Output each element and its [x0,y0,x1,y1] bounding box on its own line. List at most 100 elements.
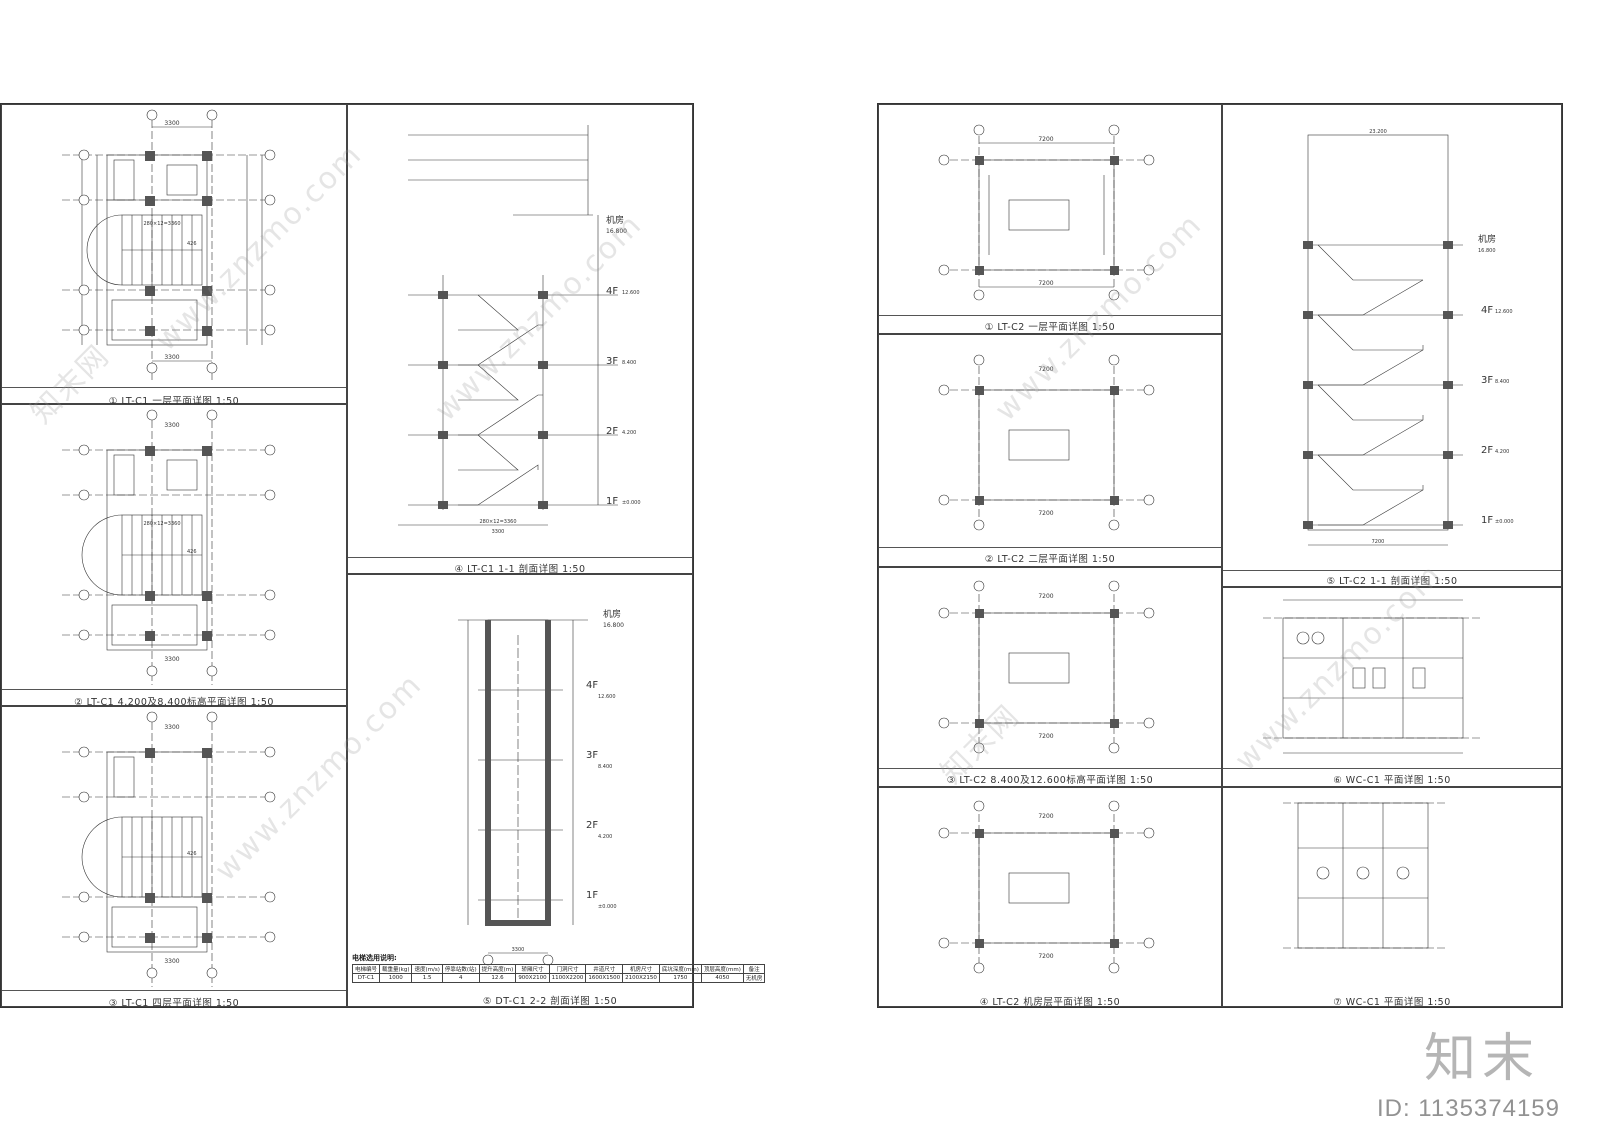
plan-drawing: 7200 7200 [938,580,1155,754]
svg-text:3300: 3300 [164,354,179,361]
elevator-section-drawing: 机房 16.800 4F 12.600 3F 8.400 2F 4.200 1F… [458,608,624,966]
image-id: ID: 1135374159 [1376,1095,1560,1122]
table-cell: 900X2100 [515,973,550,983]
svg-text:4F: 4F [586,680,598,691]
panel-lt-c1-section: 机房 16.800 4F 12.600 3F 8.400 2F 4.200 1F… [347,104,693,575]
right-sheet: 7200 7200 ① LT-C2 一层平面详图 1:50 [877,103,1563,1008]
plan-drawing: 3300 3300 280×12=3360 426 [62,109,276,380]
brand-logo: 知末 [1423,1029,1540,1089]
panel-lt-c2-machine-room: 7200 7200 ④ LT-C2 机房层平面详图 1:50 [878,787,1222,1008]
plan-drawing: 7200 7200 [938,124,1155,301]
table-cell: 2100X2150 [622,973,660,983]
svg-text:7200: 7200 [1038,136,1053,143]
table-cell: 1600X1500 [585,973,624,983]
svg-text:3300: 3300 [164,422,179,429]
svg-text:2F: 2F [586,820,598,831]
drawing-caption: ② LT-C2 二层平面详图 1:50 [984,554,1116,565]
svg-text:280×12=3360: 280×12=3360 [479,519,516,525]
svg-text:2F: 2F [606,426,618,437]
table-cell: 1750 [658,973,702,983]
plan-drawing [1283,802,1448,949]
panel-lt-c2-section: 23.200 机房 16.800 4F 12.600 3F 8.400 2F 4… [1222,104,1562,587]
svg-text:3300: 3300 [164,724,179,731]
table-header-row: 电梯编号 载重量(kg) 速度(m/s) 停靠站数(站) 提升高度(m) 轿厢尺… [351,964,766,974]
panel-lt-c1-floor2-3: 3300 3300 280×12=3360 426 ② LT-C1 4.200及… [1,404,347,708]
svg-text:±0.000: ±0.000 [1495,519,1514,525]
svg-text:280×12=3360: 280×12=3360 [143,521,180,527]
panel-wc-c1-plan-a: ⑥ WC-C1 平面详图 1:50 [1222,587,1562,787]
table-header: 速度(m/s) [411,964,443,974]
svg-text:3F: 3F [1481,375,1493,386]
panel-lt-c2-floor1: 7200 7200 ① LT-C2 一层平面详图 1:50 [878,104,1222,334]
panel-lt-c1-floor1: 3300 3300 280×12=3360 426 ① LT-C1 一层平面详图… [1,104,347,407]
svg-text:2F: 2F [1481,445,1493,456]
drawing-caption: ④ LT-C1 1-1 剖面详图 1:50 [454,564,586,575]
panel-lt-c2-floor2: 7200 7200 ② LT-C2 二层平面详图 1:50 [878,334,1222,567]
svg-text:3300: 3300 [512,947,525,953]
svg-text:机房: 机房 [1478,233,1496,245]
drawing-caption: ⑥ WC-C1 平面详图 1:50 [1333,775,1451,786]
svg-text:7200: 7200 [1038,593,1053,600]
table-cell: 1000 [379,973,413,983]
svg-text:机房: 机房 [606,214,624,226]
section-drawing: 23.200 机房 16.800 4F 12.600 3F 8.400 2F 4… [1303,129,1514,546]
table-cell: 4050 [700,973,744,983]
elevator-table-title: 电梯选用说明: [352,954,397,962]
svg-text:1F: 1F [1481,515,1493,526]
drawing-caption: ② LT-C1 4.200及8.400标高平面详图 1:50 [74,697,274,708]
svg-text:12.600: 12.600 [1495,309,1513,315]
section-drawing: 机房 16.800 4F 12.600 3F 8.400 2F 4.200 1F… [398,125,641,535]
svg-text:4F: 4F [606,286,618,297]
drawing-caption: ⑦ WC-C1 平面详图 1:50 [1333,997,1451,1008]
svg-text:12.600: 12.600 [598,694,616,700]
svg-text:1F: 1F [586,890,598,901]
svg-text:280×12=3360: 280×12=3360 [143,221,180,227]
table-cell: 12.6 [478,973,517,983]
svg-text:7200: 7200 [1038,366,1053,373]
drawing-caption: ③ LT-C1 四层平面详图 1:50 [108,998,240,1009]
table-cell: DT-C1 [351,973,381,983]
svg-text:3300: 3300 [164,120,179,127]
table-header: 底坑深度(mm) [658,964,702,974]
svg-text:8.400: 8.400 [1495,379,1509,385]
svg-text:7200: 7200 [1038,953,1053,960]
svg-text:426: 426 [187,851,197,857]
table-header: 提升高度(m) [478,964,517,974]
drawing-caption: ① LT-C1 一层平面详图 1:50 [108,396,240,407]
svg-text:1F: 1F [606,496,618,507]
panel-wc-c1-plan-b: ⑦ WC-C1 平面详图 1:50 [1222,787,1562,1008]
plan-drawing: 3300 3300 426 [62,711,276,987]
svg-text:3F: 3F [586,750,598,761]
drawing-caption: ① LT-C2 一层平面详图 1:50 [984,322,1116,333]
drawing-caption: ⑤ LT-C2 1-1 剖面详图 1:50 [1326,576,1458,587]
table-cell: 1100X2200 [548,973,587,983]
table-cell: 1.5 [411,973,443,983]
drawing-caption: ③ LT-C2 8.400及12.600标高平面详图 1:50 [946,775,1154,786]
table-cell: 无机房 [742,973,766,983]
drawing-caption: ④ LT-C2 机房层平面详图 1:50 [979,997,1121,1008]
plan-drawing [1263,599,1483,754]
svg-text:12.600: 12.600 [622,290,640,296]
table-header: 轿厢尺寸 [515,964,550,974]
svg-text:±0.000: ±0.000 [598,904,617,910]
svg-text:3300: 3300 [492,529,505,535]
svg-text:23.200: 23.200 [1369,129,1387,135]
svg-text:7200: 7200 [1038,510,1053,517]
elevator-table: 电梯编号 载重量(kg) 速度(m/s) 停靠站数(站) 提升高度(m) 轿厢尺… [351,964,766,983]
svg-text:7200: 7200 [1038,280,1053,287]
table-cell: 4 [441,973,480,983]
svg-text:4.200: 4.200 [1495,449,1509,455]
panel-lt-c1-floor4: 3300 3300 426 ③ LT-C1 四层平面详图 1:50 [1,706,347,1009]
svg-text:±0.000: ±0.000 [622,500,641,506]
svg-text:3F: 3F [606,356,618,367]
table-header: 备注 [742,964,766,974]
plan-drawing: 7200 7200 [938,354,1155,531]
svg-text:16.800: 16.800 [603,622,624,629]
panel-dt-c1-section: 机房 16.800 4F 12.600 3F 8.400 2F 4.200 1F… [347,574,766,1007]
svg-text:7200: 7200 [1038,733,1053,740]
table-header: 电梯编号 [351,964,381,974]
svg-text:3300: 3300 [164,958,179,965]
svg-text:7200: 7200 [1372,539,1385,545]
svg-text:4F: 4F [1481,305,1493,316]
table-row: DT-C1 1000 1.5 4 12.6 900X2100 1100X2200… [351,973,766,983]
